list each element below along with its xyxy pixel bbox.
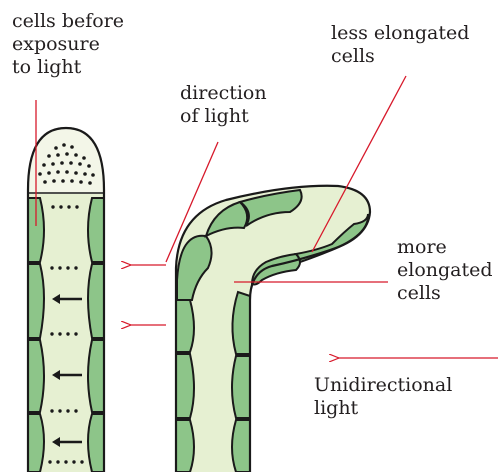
label-less-elongated-cells: less elongated cells <box>331 22 469 68</box>
label-line: cells <box>331 45 469 68</box>
shoot-apex <box>28 128 104 194</box>
outer-cell-3 <box>176 354 194 418</box>
left-cell-3 <box>28 340 44 412</box>
right-cell-1 <box>88 198 104 262</box>
outer-cell-2 <box>176 300 194 352</box>
inner-cell-1 <box>232 420 250 472</box>
label-line: of light <box>180 105 267 128</box>
inner-cell-3 <box>232 292 250 354</box>
right-cell-3 <box>88 340 104 412</box>
label-line: light <box>314 397 452 420</box>
label-line: more <box>397 236 493 259</box>
label-line: direction <box>180 82 267 105</box>
right-cell-4 <box>88 414 104 472</box>
label-line: Unidirectional <box>314 374 452 397</box>
bent-shoot-tissue <box>176 186 370 472</box>
label-line: exposure <box>12 33 124 56</box>
outer-cell-4 <box>176 420 194 472</box>
label-line: elongated <box>397 259 493 282</box>
label-line: cells before <box>12 10 124 33</box>
left-cell-2 <box>28 264 44 338</box>
label-cells-before-exposure: cells before exposure to light <box>12 10 124 79</box>
left-cell-4 <box>28 414 44 472</box>
label-line: to light <box>12 56 124 79</box>
inner-cell-2 <box>232 356 250 418</box>
bent-shoot <box>176 186 370 472</box>
label-line: less elongated <box>331 22 469 45</box>
label-line: cells <box>397 282 493 305</box>
straight-shoot <box>28 128 104 472</box>
label-direction-of-light: direction of light <box>180 82 267 128</box>
label-unidirectional-light: Unidirectional light <box>314 374 452 420</box>
label-more-elongated-cells: more elongated cells <box>397 236 493 305</box>
right-cell-2 <box>88 264 104 338</box>
